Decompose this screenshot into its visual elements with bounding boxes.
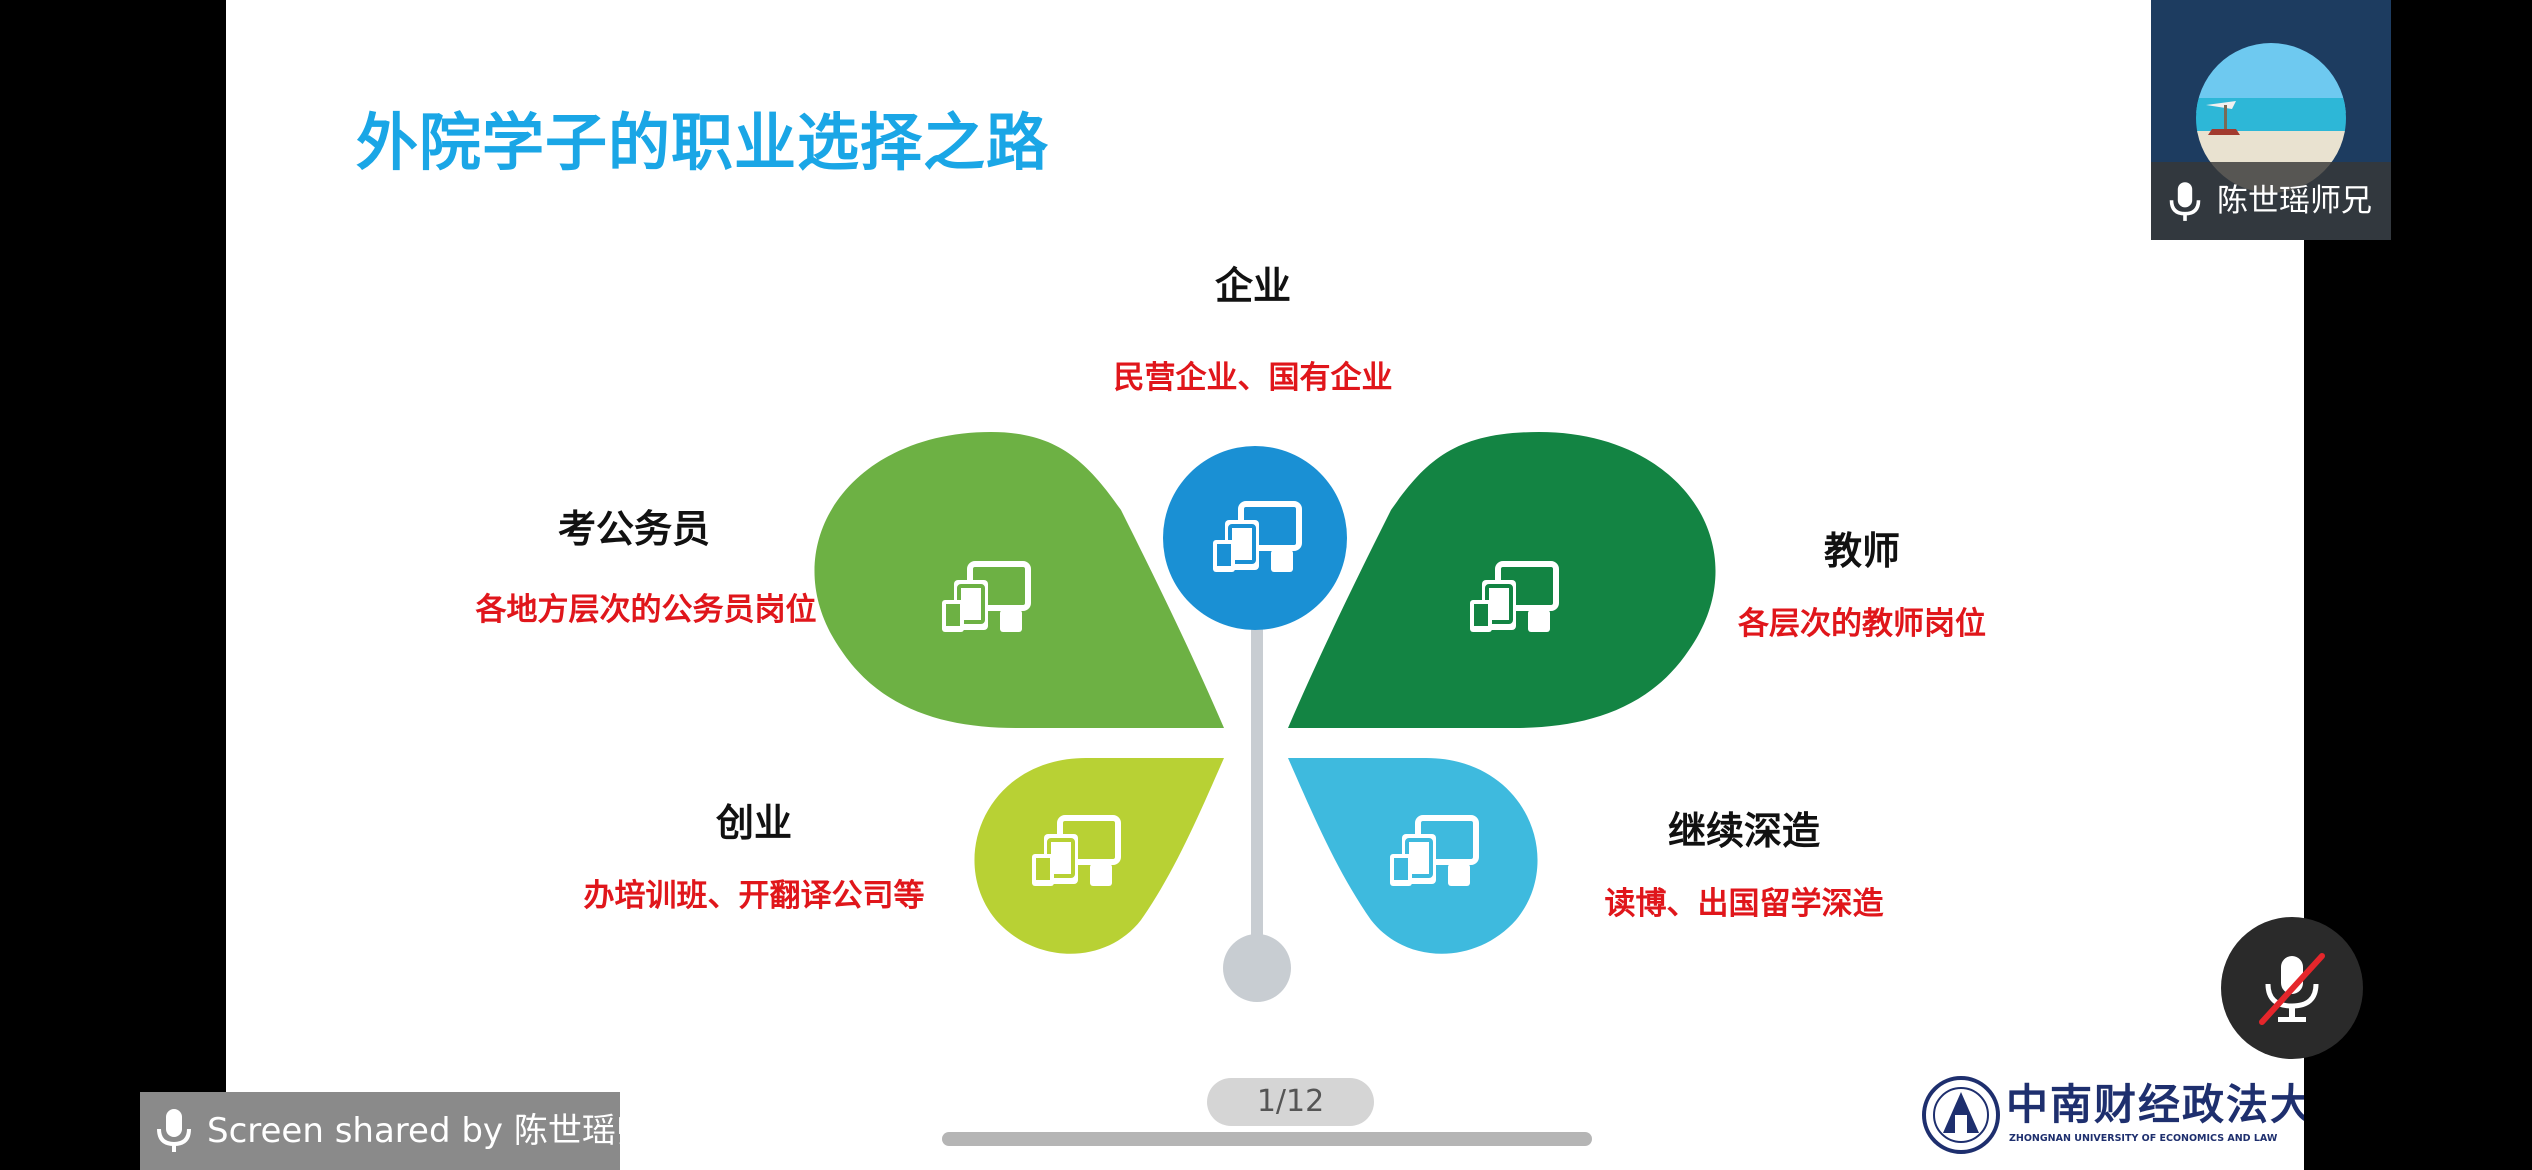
detail-further-study: 读博、出国留学深造	[1604, 886, 1884, 922]
heading-enterprise: 企业	[1214, 264, 1292, 308]
detail-civil-service: 各地方层次的公务员岗位	[475, 592, 817, 628]
university-name: 中南财经政法大學	[2006, 1080, 2304, 1129]
heading-teacher: 教师	[1823, 529, 1901, 573]
detail-startup: 办培训班、开翻译公司等	[583, 878, 925, 914]
mic-muted-icon	[2259, 953, 2325, 1025]
detail-teacher: 各层次的教师岗位	[1738, 606, 1986, 642]
participant-video-tile[interactable]: 陈世瑶师兄	[2151, 0, 2391, 240]
mute-button[interactable]	[2221, 917, 2363, 1059]
screen-share-text: Screen shared by 陈世瑶师兄	[207, 1111, 684, 1151]
slide-scrollbar[interactable]	[942, 1132, 1592, 1146]
university-english-name: ZHONGNAN UNIVERSITY OF ECONOMICS AND LAW	[2009, 1133, 2278, 1144]
career-butterfly-diagram	[814, 432, 1716, 1002]
heading-startup: 创业	[715, 801, 793, 845]
participant-name: 陈世瑶师兄	[2217, 183, 2372, 219]
heading-civil-service: 考公务员	[557, 507, 711, 551]
leaf-civil-service	[814, 432, 1224, 728]
university-logo: 中南财经政法大學 ZHONGNAN UNIVERSITY OF ECONOMIC…	[1921, 1065, 2304, 1160]
diagram-stem-base	[1223, 934, 1291, 1002]
presentation-slide: 外院学子的职业选择之路	[226, 0, 2304, 1170]
detail-enterprise: 民营企业、国有企业	[1113, 360, 1393, 396]
mic-icon	[2169, 182, 2201, 221]
participant-name-bar: 陈世瑶师兄	[2151, 162, 2391, 240]
slide-title: 外院学子的职业选择之路	[356, 106, 1050, 179]
university-emblem-icon	[1922, 1076, 2000, 1154]
diagram-stem	[1251, 612, 1263, 972]
screen-share-banner: Screen shared by 陈世瑶师兄	[140, 1092, 684, 1170]
mic-icon	[157, 1109, 191, 1152]
heading-further-study: 继续深造	[1667, 809, 1821, 853]
page-indicator[interactable]: 1/12	[1207, 1078, 1374, 1126]
leaf-startup	[974, 758, 1224, 954]
